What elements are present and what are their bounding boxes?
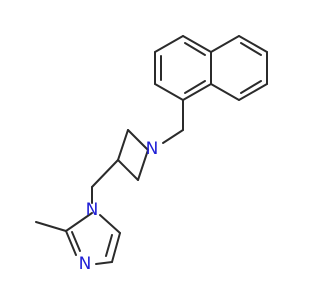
double-bond-inner	[240, 42, 262, 56]
molecule-structure-diagram: N N N	[35, 35, 268, 274]
imidazole-ring	[65, 212, 121, 265]
nitrogen-atom-label: N	[146, 139, 159, 159]
bond	[117, 129, 129, 161]
naphthalene-ring-left	[154, 35, 212, 101]
double-bond-inner	[184, 80, 206, 94]
bond	[238, 35, 268, 53]
bond	[210, 35, 240, 53]
atom-label-n-imidazole-1: N	[86, 200, 99, 220]
bond	[99, 214, 121, 234]
bond	[182, 83, 212, 101]
atom-label-n-imidazole-3: N	[79, 254, 92, 274]
azetidine-ring	[117, 129, 149, 181]
double-bond-inner	[105, 234, 113, 257]
bond	[117, 159, 139, 181]
methyl-group	[35, 221, 67, 232]
methylene-linker-top	[162, 99, 184, 144]
bond	[162, 129, 184, 144]
methylene-linker-bottom	[91, 159, 119, 204]
double-bond-inner	[71, 231, 81, 252]
bond	[154, 35, 184, 53]
nitrogen-atom-label: N	[86, 200, 99, 220]
double-bond-inner	[184, 42, 206, 56]
double-bond-inner	[240, 80, 262, 94]
bond	[154, 83, 184, 101]
bond	[210, 83, 240, 101]
bond	[182, 35, 212, 53]
bond	[137, 149, 149, 181]
atom-label-n-azetidine: N	[146, 139, 159, 159]
bond	[65, 230, 77, 256]
bond	[127, 129, 149, 151]
naphthalene-ring-right	[210, 35, 268, 101]
bond	[111, 232, 121, 263]
bond	[238, 83, 268, 101]
bond	[91, 159, 119, 188]
bond	[95, 261, 113, 265]
bond	[65, 212, 93, 232]
nitrogen-atom-label: N	[79, 254, 92, 274]
bond	[35, 221, 67, 232]
